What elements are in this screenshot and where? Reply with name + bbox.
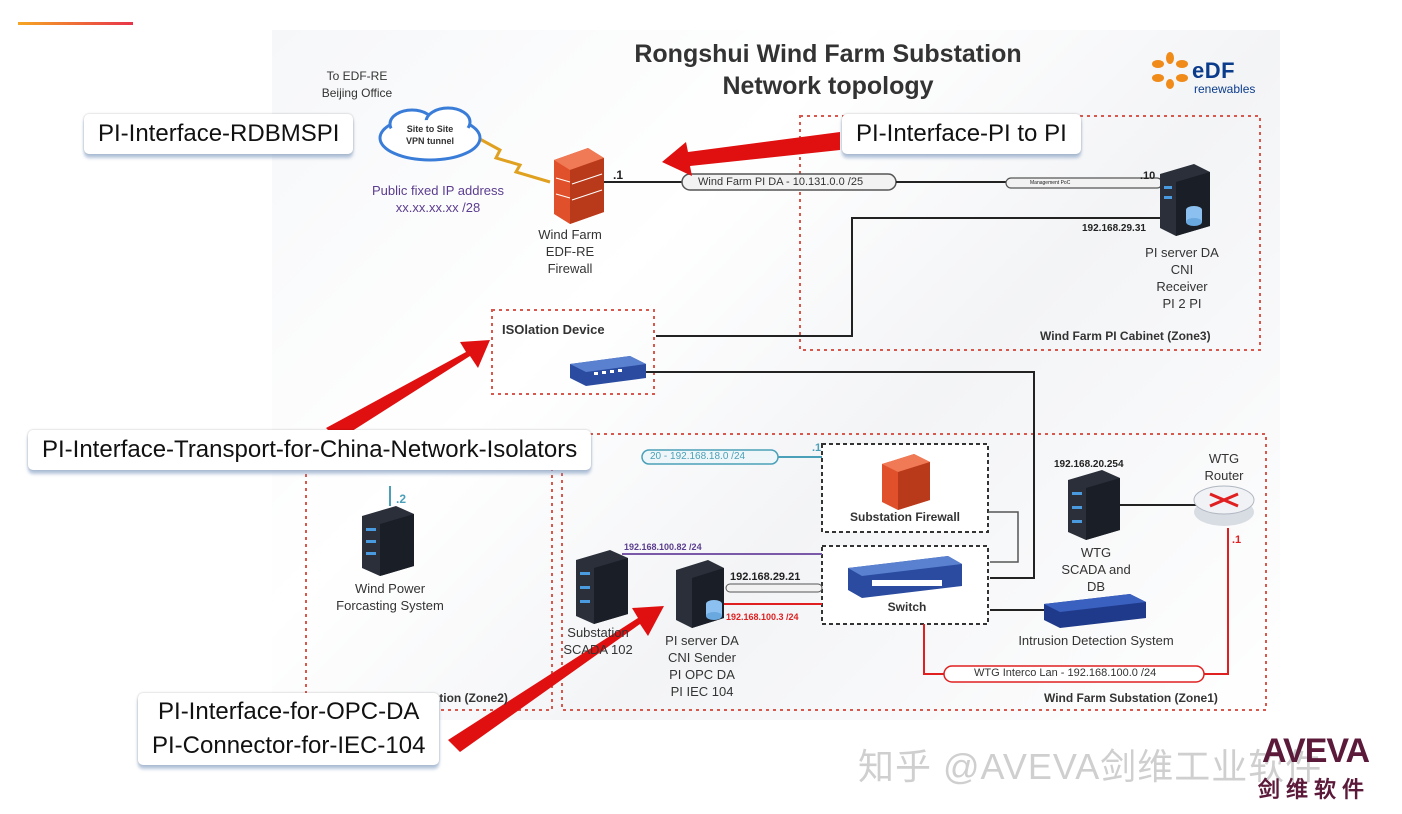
pi-server-sender-icon	[676, 560, 724, 628]
vpn-link	[477, 136, 551, 184]
router-port-label: .1	[1232, 534, 1242, 546]
callout-transport: PI-Interface-Transport-for-China-Network…	[28, 430, 592, 470]
wtg-router-label: WTG Router	[1204, 451, 1244, 483]
substation-scada-label: Substation SCADA 102	[563, 625, 633, 657]
wtg-ip-label: 192.168.20.254	[1054, 459, 1124, 470]
edf-logo-sub: renewables	[1194, 82, 1256, 96]
edf-logo-icon	[1152, 52, 1188, 89]
red-network-label: 192.168.100.3 /24	[726, 612, 799, 622]
aveva-logo-cn: 剑维软件	[1258, 777, 1371, 802]
isolation-device-label: ISOlation Device	[502, 322, 605, 337]
pi-server-port: .10	[1140, 170, 1156, 182]
substation-firewall-icon	[882, 454, 930, 510]
wtg-lan-label: WTG Interco Lan - 192.168.100.0 /24	[974, 667, 1157, 679]
substation-firewall-label: Substation Firewall	[849, 510, 960, 524]
pi-server-da-label: PI server DA CNI Receiver PI 2 PI	[1145, 245, 1219, 311]
pi-server-ip: 192.168.29.31	[1082, 223, 1146, 234]
zone3-label: Wind Farm PI Cabinet (Zone3)	[1040, 329, 1211, 343]
pi-server-da-icon	[1160, 164, 1210, 236]
diagram-title: Rongshui Wind Farm Substation Network to…	[560, 38, 1096, 102]
zone1-border	[561, 433, 1267, 711]
title-line2: Network topology	[722, 72, 934, 100]
edf-firewall-icon	[554, 148, 604, 224]
vpn-cloud-label: Site to Site VPN tunnel	[405, 124, 454, 146]
arrow-transport	[326, 340, 490, 440]
edf-firewall-label: Wind Farm EDF-RE Firewall	[538, 227, 602, 276]
callout-opc-iec: PI-Interface-for-OPC-DA PI-Connector-for…	[138, 693, 440, 765]
callout-arrows	[326, 132, 840, 752]
aveva-logo-text: AVEVA	[1262, 732, 1370, 770]
pi-server-isolation-link	[656, 217, 1172, 337]
ids-icon	[1044, 594, 1146, 628]
top-accent-bar	[18, 22, 133, 25]
callout-pi-to-pi: PI-Interface-PI to PI	[842, 114, 1081, 154]
zone2-port-top: .1	[812, 442, 822, 454]
zone3-border	[799, 115, 1261, 351]
zone2-port-server: .2	[396, 492, 407, 506]
edf-logo-text: eDF	[1192, 58, 1236, 83]
arrow-opc	[448, 606, 664, 752]
management-network-label: Management PoC	[1030, 180, 1071, 186]
wtg-scada-label: WTG SCADA and DB	[1061, 545, 1131, 594]
isolation-switch-link	[640, 371, 1035, 579]
switch-label: Switch	[887, 600, 927, 614]
zone2-border	[305, 433, 553, 711]
watermark-text: 知乎 @AVEVA剑维工业软件	[858, 746, 1323, 787]
substation-scada-icon	[576, 550, 628, 624]
wtg-router-icon	[1193, 485, 1255, 526]
isolation-device-icon	[570, 356, 646, 386]
purple-network-label: 192.168.100.82 /24	[624, 542, 702, 552]
zone1-label: Wind Farm Substation (Zone1)	[1044, 691, 1218, 705]
arrow-pi-to-pi	[662, 132, 840, 176]
callout-rdbmspi: PI-Interface-RDBMSPI	[84, 114, 354, 154]
wtg-scada-icon	[1068, 470, 1120, 540]
firewall-port: .1	[613, 168, 624, 182]
title-line1: Rongshui Wind Farm Substation	[634, 40, 1022, 68]
isolation-zone-border	[491, 309, 655, 395]
zone2-network-label: 20 - 192.168.18.0 /24	[650, 451, 746, 462]
public-ip-label: Public fixed IP address xx.xx.xx.xx /28	[372, 183, 504, 215]
beijing-office-label: To EDF-RE Beijing Office	[321, 69, 393, 100]
ids-label: Intrusion Detection System	[1018, 633, 1174, 648]
main-switch-icon	[848, 556, 962, 598]
pi-server-sender-label: PI server DA CNI Sender PI OPC DA PI IEC…	[665, 633, 739, 699]
sender-ip-label: 192.168.29.21	[730, 571, 801, 583]
pi-da-network-label: Wind Farm PI DA - 10.131.0.0 /25	[698, 176, 864, 188]
forcasting-server-icon	[362, 506, 414, 576]
vpn-cloud-icon	[378, 106, 482, 162]
forcasting-server-label: Wind Power Forcasting System	[336, 581, 444, 613]
